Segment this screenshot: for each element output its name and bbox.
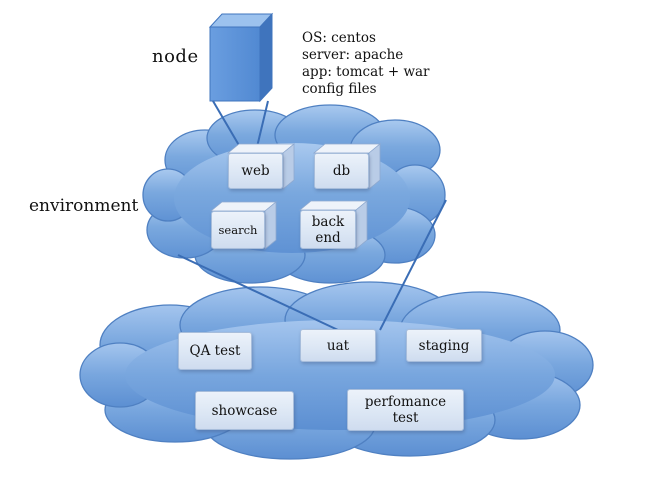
environment-to-uat-connector — [177, 199, 447, 331]
server-node-icon — [208, 12, 274, 103]
spec-server: server: apache — [302, 47, 404, 63]
environment-cloud — [142, 104, 446, 284]
spec-app: app: tomcat + war — [302, 64, 430, 80]
environments-cloud — [79, 281, 594, 460]
node-spec-list: OS: centos server: apache app: tomcat + … — [302, 30, 430, 98]
component-web: web — [228, 153, 283, 189]
component-backend: back end — [300, 210, 356, 249]
environment-title: environment — [29, 196, 139, 216]
env-qa-test: QA test — [178, 332, 252, 370]
node-to-web-connector — [212, 100, 269, 148]
spec-os: OS: centos — [302, 30, 376, 46]
env-staging: staging — [406, 329, 482, 362]
env-uat: uat — [300, 329, 376, 362]
env-performance-test: perfomance test — [347, 389, 464, 431]
env-showcase: showcase — [195, 391, 294, 430]
component-db: db — [314, 153, 369, 189]
spec-config: config files — [302, 81, 377, 97]
node-title: node — [152, 46, 199, 67]
component-search: search — [211, 211, 265, 249]
